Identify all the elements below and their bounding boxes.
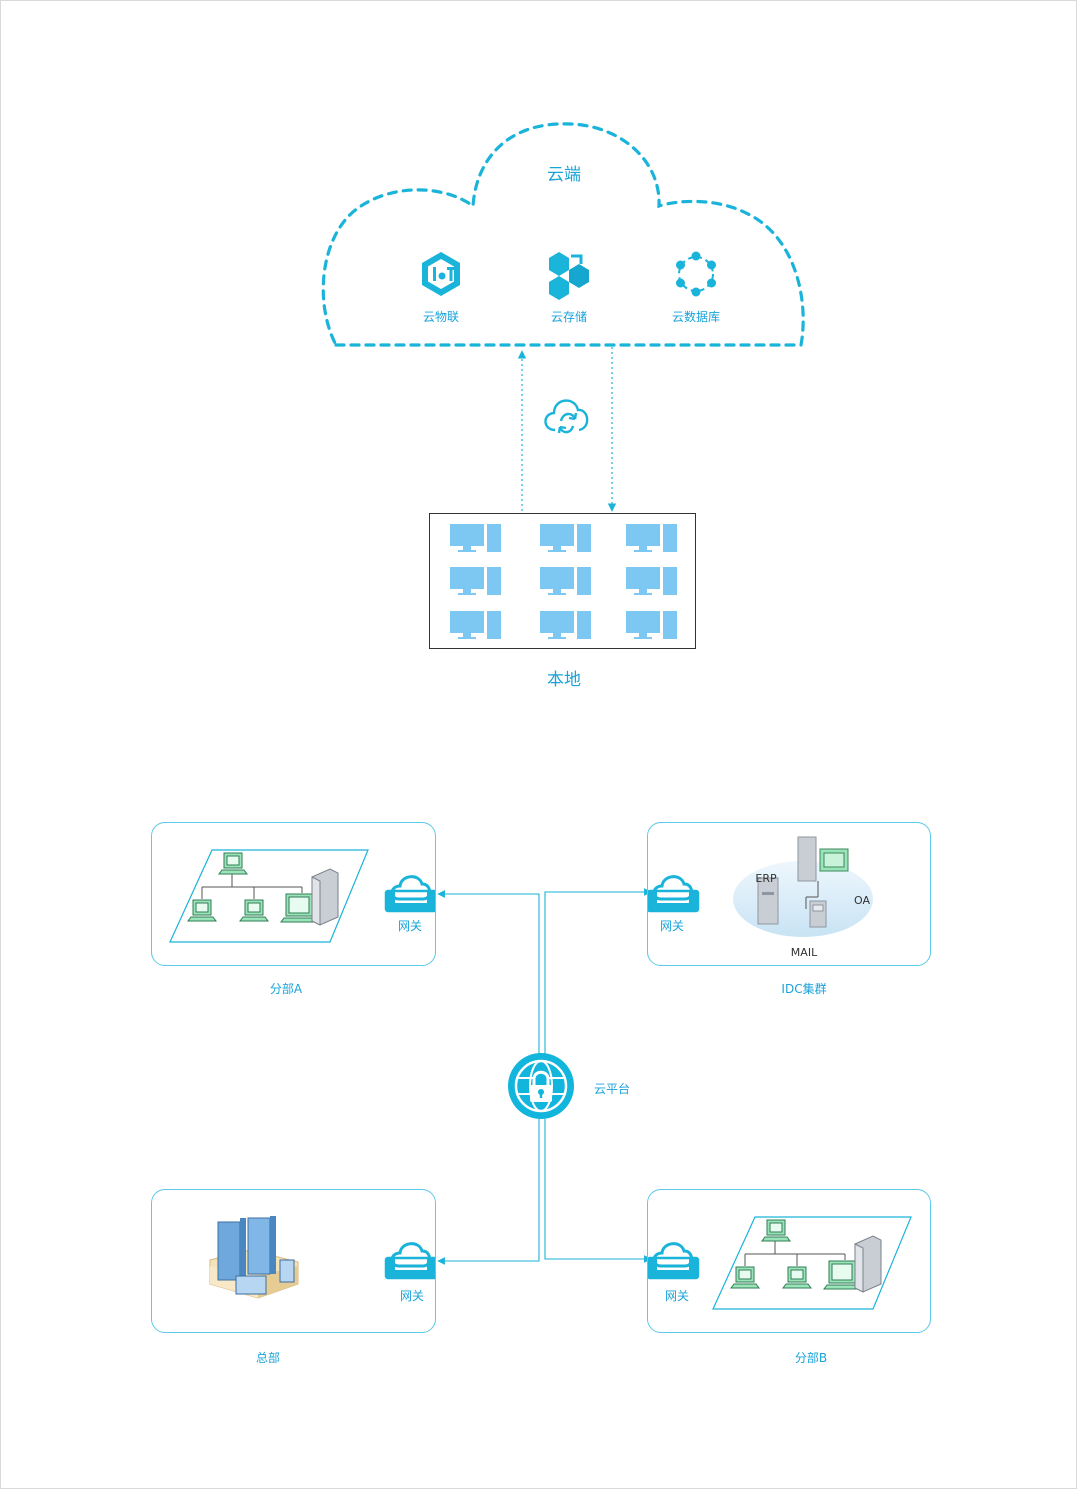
pc-icon xyxy=(730,1266,760,1289)
idc-cluster-diagram xyxy=(646,836,873,937)
cloud-title: 云端 xyxy=(547,165,581,185)
site-branch-a xyxy=(151,822,438,966)
site-label-branch-a: 分部A xyxy=(269,982,303,996)
monitor-icon xyxy=(450,611,501,639)
gateway-label-idc: 网关 xyxy=(659,919,685,933)
server-tower-icon xyxy=(854,1235,882,1293)
cloud-outline xyxy=(321,122,805,347)
gateway-label-branch-b: 网关 xyxy=(664,1289,690,1303)
lan-diagram-branch-b xyxy=(646,1216,912,1310)
gateway-cloud-icon xyxy=(384,1242,438,1280)
monitor-icon xyxy=(626,567,677,595)
network-lines xyxy=(437,888,652,1265)
office-buildings-icon xyxy=(209,1216,299,1299)
pc-icon xyxy=(782,1266,812,1289)
gateway-cloud-icon xyxy=(646,875,700,913)
monitor-icon xyxy=(450,524,501,552)
globe-lock-icon xyxy=(508,1053,574,1119)
monitor-icon xyxy=(540,524,591,552)
service-label-iot: 云物联 xyxy=(422,310,460,324)
hq-building-diagram xyxy=(209,1216,438,1299)
site-branch-b xyxy=(646,1189,931,1333)
lan-network-illustration xyxy=(712,1216,912,1310)
lan-network-illustration xyxy=(169,849,369,943)
local-machines-box xyxy=(429,513,696,649)
site-hq xyxy=(151,1189,438,1333)
storage-cubes-icon xyxy=(549,252,589,300)
gateway-label-hq: 网关 xyxy=(399,1289,425,1303)
server-tower-icon xyxy=(311,868,339,926)
monitor-icon xyxy=(450,567,501,595)
pc-icon xyxy=(239,899,269,922)
service-label-storage: 云存储 xyxy=(550,310,588,324)
site-idc xyxy=(646,822,931,966)
iot-icon xyxy=(422,252,460,296)
mail-server-icon xyxy=(809,900,827,928)
gateway-cloud-icon xyxy=(646,1242,700,1280)
local-label: 本地 xyxy=(547,670,581,690)
database-network-icon xyxy=(676,251,716,297)
site-label-hq: 总部 xyxy=(255,1351,281,1365)
oa-server-icon xyxy=(797,836,849,909)
monitor-icon xyxy=(626,524,677,552)
monitor-icon xyxy=(540,611,591,639)
server-label-erp: ERP xyxy=(755,872,777,885)
server-label-mail: MAIL xyxy=(790,946,818,959)
pc-icon xyxy=(761,1219,791,1242)
monitor-grid xyxy=(450,524,677,639)
pc-icon xyxy=(187,899,217,922)
pc-icon xyxy=(823,1260,861,1290)
pc-icon xyxy=(280,893,318,923)
monitor-icon xyxy=(540,567,591,595)
cloud-platform-label: 云平台 xyxy=(593,1082,631,1096)
site-label-idc: IDC集群 xyxy=(781,982,827,996)
lan-diagram-branch-a xyxy=(169,849,438,943)
monitor-icon xyxy=(626,611,677,639)
erp-server-icon xyxy=(757,877,779,925)
pc-icon xyxy=(218,852,248,875)
site-label-branch-b: 分部B xyxy=(794,1351,828,1365)
cloud-sync-icon xyxy=(544,399,589,434)
service-label-database: 云数据库 xyxy=(671,310,721,324)
gateway-cloud-icon xyxy=(384,875,438,913)
server-label-oa: OA xyxy=(854,894,870,907)
gateway-label-branch-a: 网关 xyxy=(397,919,423,933)
